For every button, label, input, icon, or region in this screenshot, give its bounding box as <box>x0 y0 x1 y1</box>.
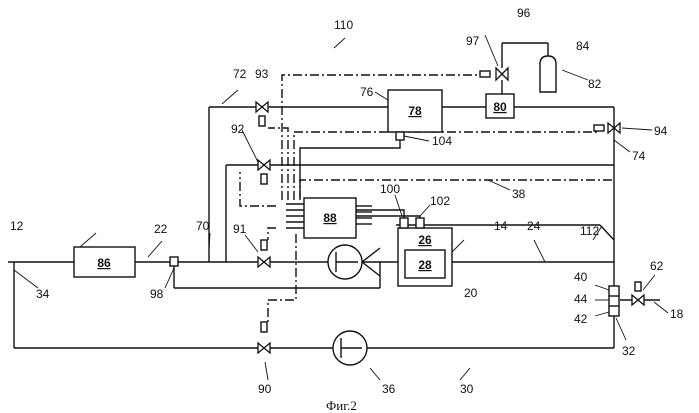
box-28-label: 28 <box>418 258 432 272</box>
label-24: 24 <box>527 219 541 233</box>
box-78: 78 <box>388 90 442 132</box>
box-80: 80 <box>486 94 514 118</box>
label-76: 76 <box>360 85 374 99</box>
box-88: 88 <box>286 198 372 238</box>
signal-line-92 <box>240 172 276 206</box>
box-86: 86 <box>74 247 135 277</box>
sensor-98 <box>170 257 178 266</box>
label-42: 42 <box>574 312 588 326</box>
pipe-network <box>8 43 660 348</box>
box-88-label: 88 <box>323 211 337 225</box>
valve-93 <box>256 102 268 126</box>
label-22: 22 <box>154 222 168 236</box>
label-70: 70 <box>196 219 210 233</box>
label-74: 74 <box>632 149 646 163</box>
label-90: 90 <box>258 382 272 396</box>
valve-62 <box>632 282 644 305</box>
label-110: 110 <box>334 18 353 32</box>
pump-36 <box>333 331 367 365</box>
box-26-label: 26 <box>418 233 432 247</box>
label-93: 93 <box>255 67 269 81</box>
label-92: 92 <box>231 122 245 136</box>
label-40: 40 <box>574 270 588 284</box>
label-18: 18 <box>670 307 684 321</box>
box-86-label: 86 <box>97 256 111 270</box>
label-98: 98 <box>150 287 164 301</box>
box-80-label: 80 <box>493 100 507 114</box>
label-62: 62 <box>650 259 664 273</box>
label-94: 94 <box>654 124 668 138</box>
label-91: 91 <box>233 222 247 236</box>
label-32: 32 <box>622 344 636 358</box>
label-20: 20 <box>464 286 478 300</box>
label-34: 34 <box>36 287 50 301</box>
valve-92 <box>258 160 270 184</box>
signal-line-93 <box>268 128 288 200</box>
label-84: 84 <box>576 39 590 53</box>
label-102: 102 <box>430 194 450 208</box>
figure-caption: Фиг.2 <box>326 398 357 413</box>
label-30: 30 <box>460 382 474 396</box>
label-112: 112 <box>580 224 599 238</box>
label-104: 104 <box>432 134 452 148</box>
label-82: 82 <box>588 77 602 91</box>
label-14: 14 <box>494 219 508 233</box>
box-78-label: 78 <box>408 104 422 118</box>
label-36: 36 <box>382 382 396 396</box>
label-96: 96 <box>517 6 531 20</box>
label-100: 100 <box>380 182 400 196</box>
label-72: 72 <box>233 67 247 81</box>
valve-97 <box>480 68 508 80</box>
filter-32 <box>609 286 619 316</box>
label-97: 97 <box>466 34 480 48</box>
valve-90 <box>258 322 270 353</box>
signal-line-91 <box>268 228 276 240</box>
signal-line-90 <box>268 234 296 322</box>
label-38: 38 <box>512 187 526 201</box>
signal-line-38 <box>300 180 614 200</box>
gas-bottle-84 <box>540 56 556 92</box>
box-26-outer: 26 28 <box>398 228 452 286</box>
sensor-100 <box>400 218 408 228</box>
label-44: 44 <box>574 292 588 306</box>
valve-94 <box>594 123 620 133</box>
valve-91 <box>258 240 270 267</box>
sensor-102 <box>416 218 424 228</box>
line-112-right <box>600 225 614 240</box>
sensor-104 <box>396 132 404 140</box>
label-12: 12 <box>10 219 24 233</box>
